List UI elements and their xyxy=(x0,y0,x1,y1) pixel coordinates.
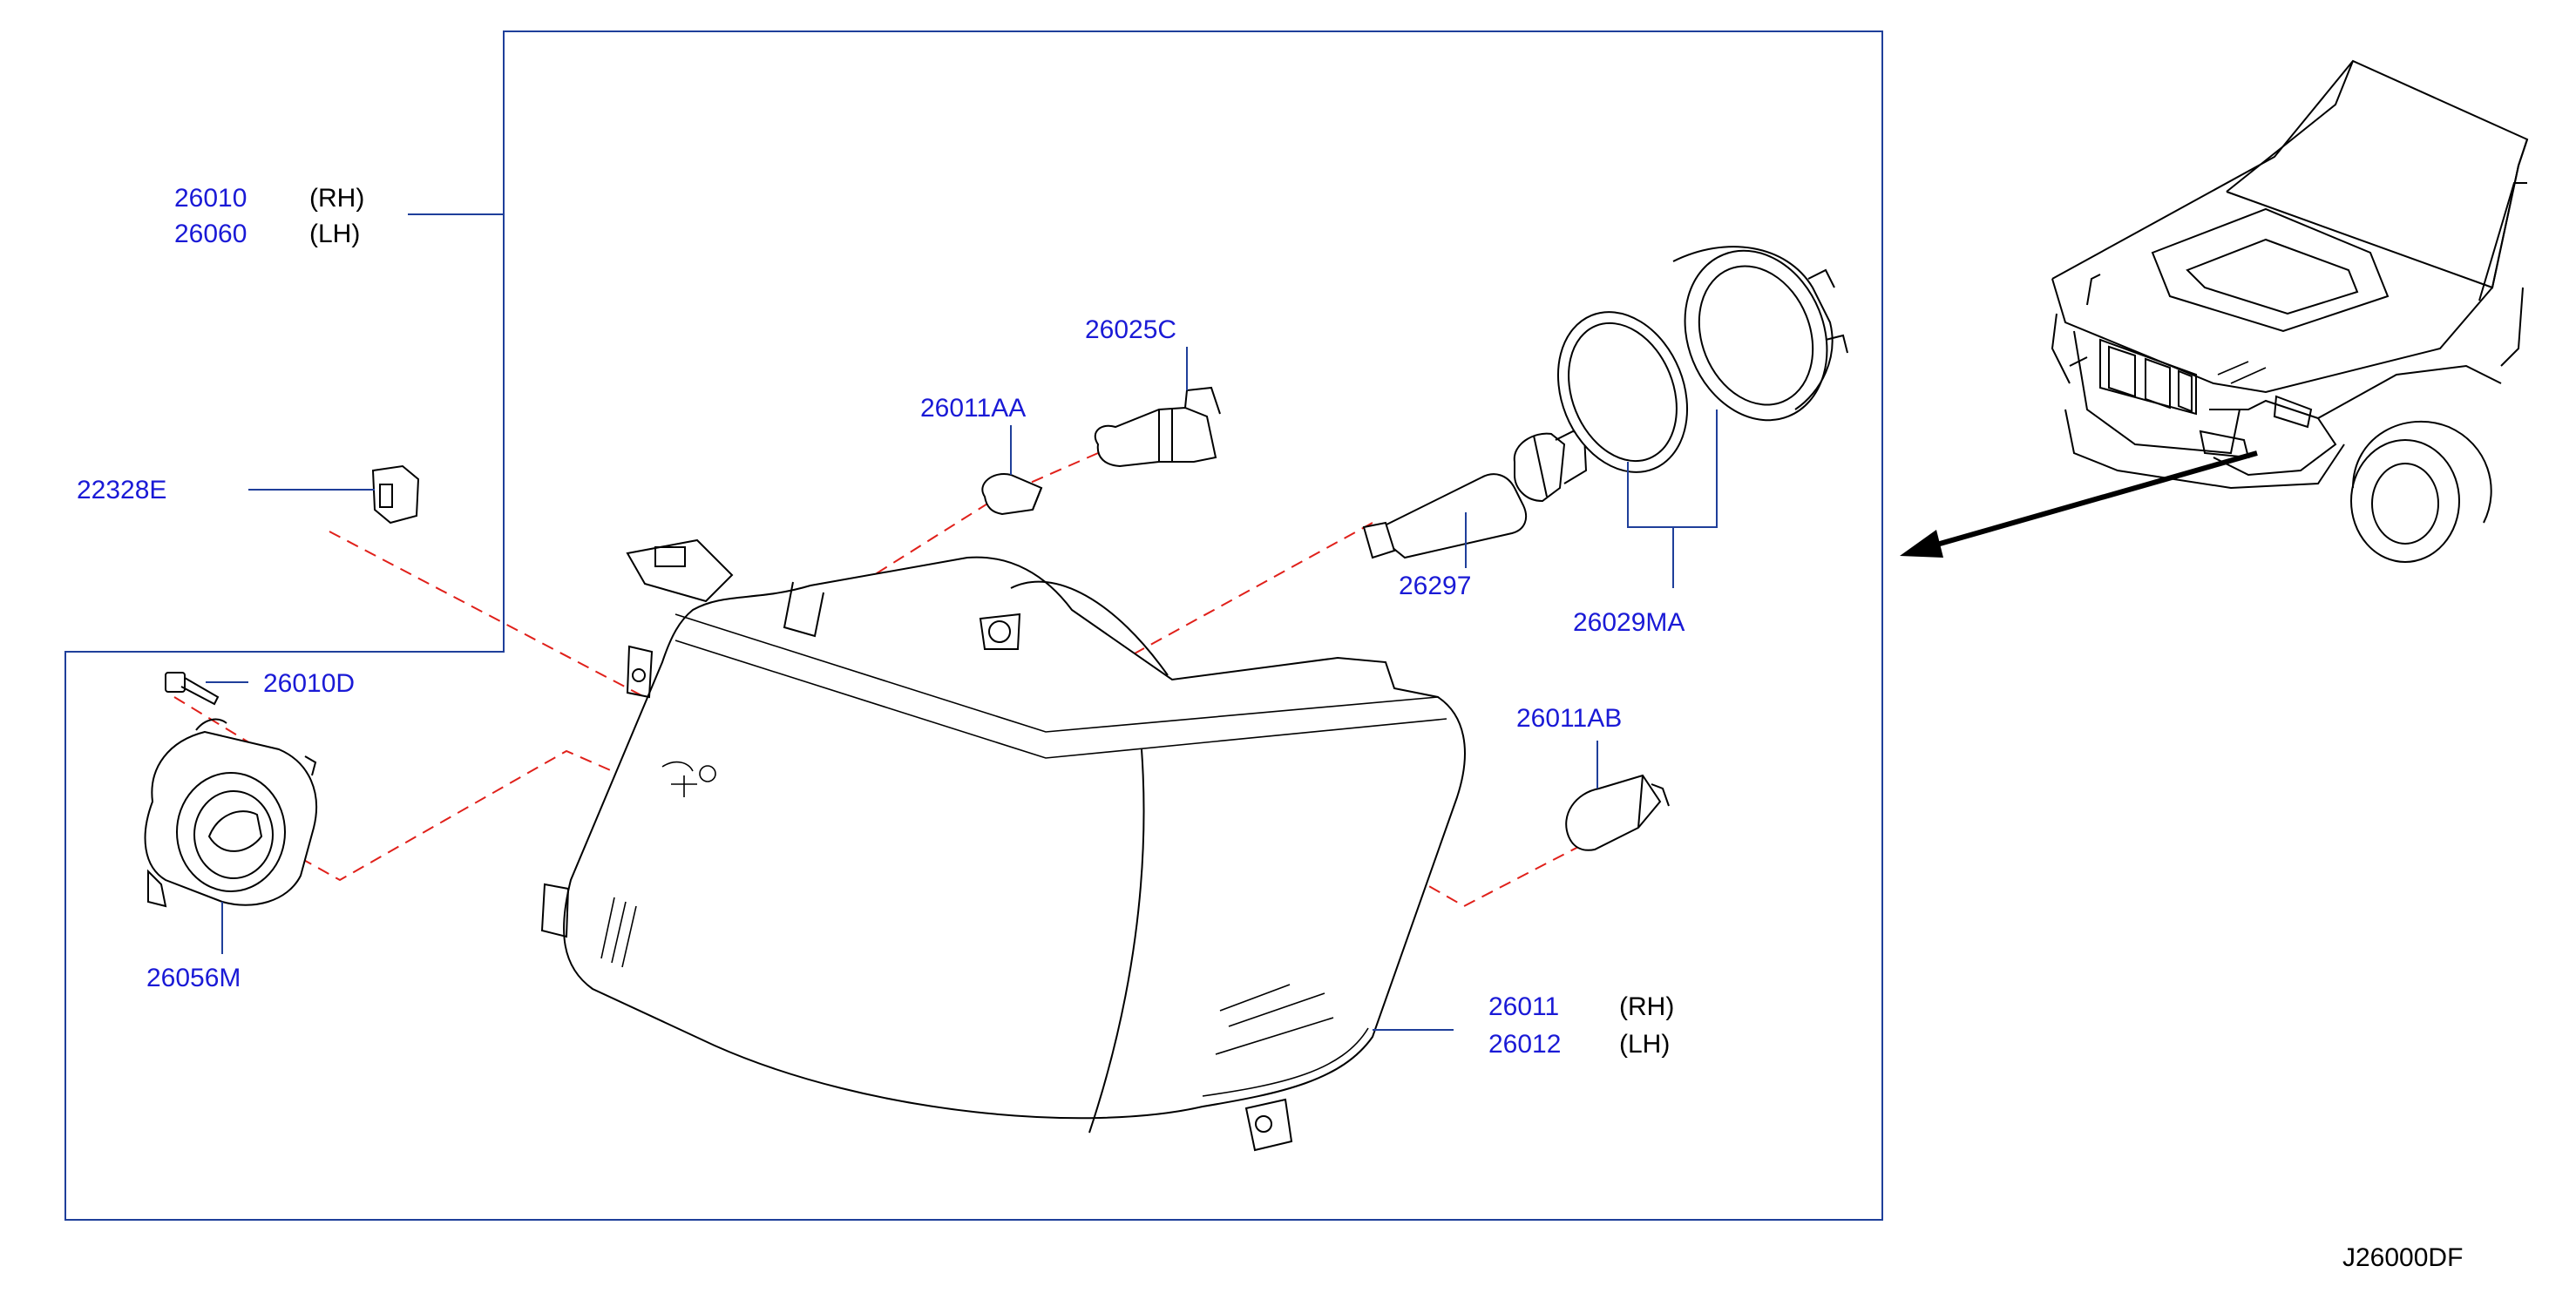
label-26010-side: (RH) xyxy=(309,184,364,213)
gasket-26029ma-part xyxy=(1556,246,1848,473)
direction-arrow xyxy=(1900,450,2258,558)
bulb-26011ab-part xyxy=(1565,774,1670,851)
diagram-code: J26000DF xyxy=(2342,1243,2463,1272)
label-26011-part: 26011 xyxy=(1488,992,1559,1021)
bulb-26011aa-part xyxy=(981,473,1043,516)
label-26011aa: 26011AA xyxy=(920,394,1026,423)
assembly-frame xyxy=(64,30,1883,1221)
label-26012-part: 26012 xyxy=(1488,1030,1561,1059)
label-26060-side: (LH) xyxy=(309,220,360,248)
label-26012-side: (LH) xyxy=(1619,1030,1670,1059)
vehicle-illustration xyxy=(2051,59,2529,563)
label-26025c: 26025C xyxy=(1085,315,1176,344)
label-26011-side: (RH) xyxy=(1619,992,1674,1021)
bulb-26297-part xyxy=(1362,430,1588,559)
socket-26025c-part xyxy=(1094,386,1221,468)
label-26010d: 26010D xyxy=(263,669,355,698)
label-26029ma: 26029MA xyxy=(1573,608,1685,637)
label-26056m: 26056M xyxy=(146,964,241,992)
clip-22328e-part xyxy=(371,464,420,525)
label-26011ab: 26011AB xyxy=(1516,704,1622,733)
label-22328e: 22328E xyxy=(77,476,166,504)
label-26297: 26297 xyxy=(1399,572,1471,600)
screw-26010d-part xyxy=(165,672,220,706)
leader-26029ma xyxy=(1627,410,1718,588)
label-26010-part: 26010 xyxy=(174,184,247,213)
headlamp-housing xyxy=(540,538,1466,1152)
fog-lamp-26056m-part xyxy=(144,718,318,908)
label-26060-part: 26060 xyxy=(174,220,247,248)
